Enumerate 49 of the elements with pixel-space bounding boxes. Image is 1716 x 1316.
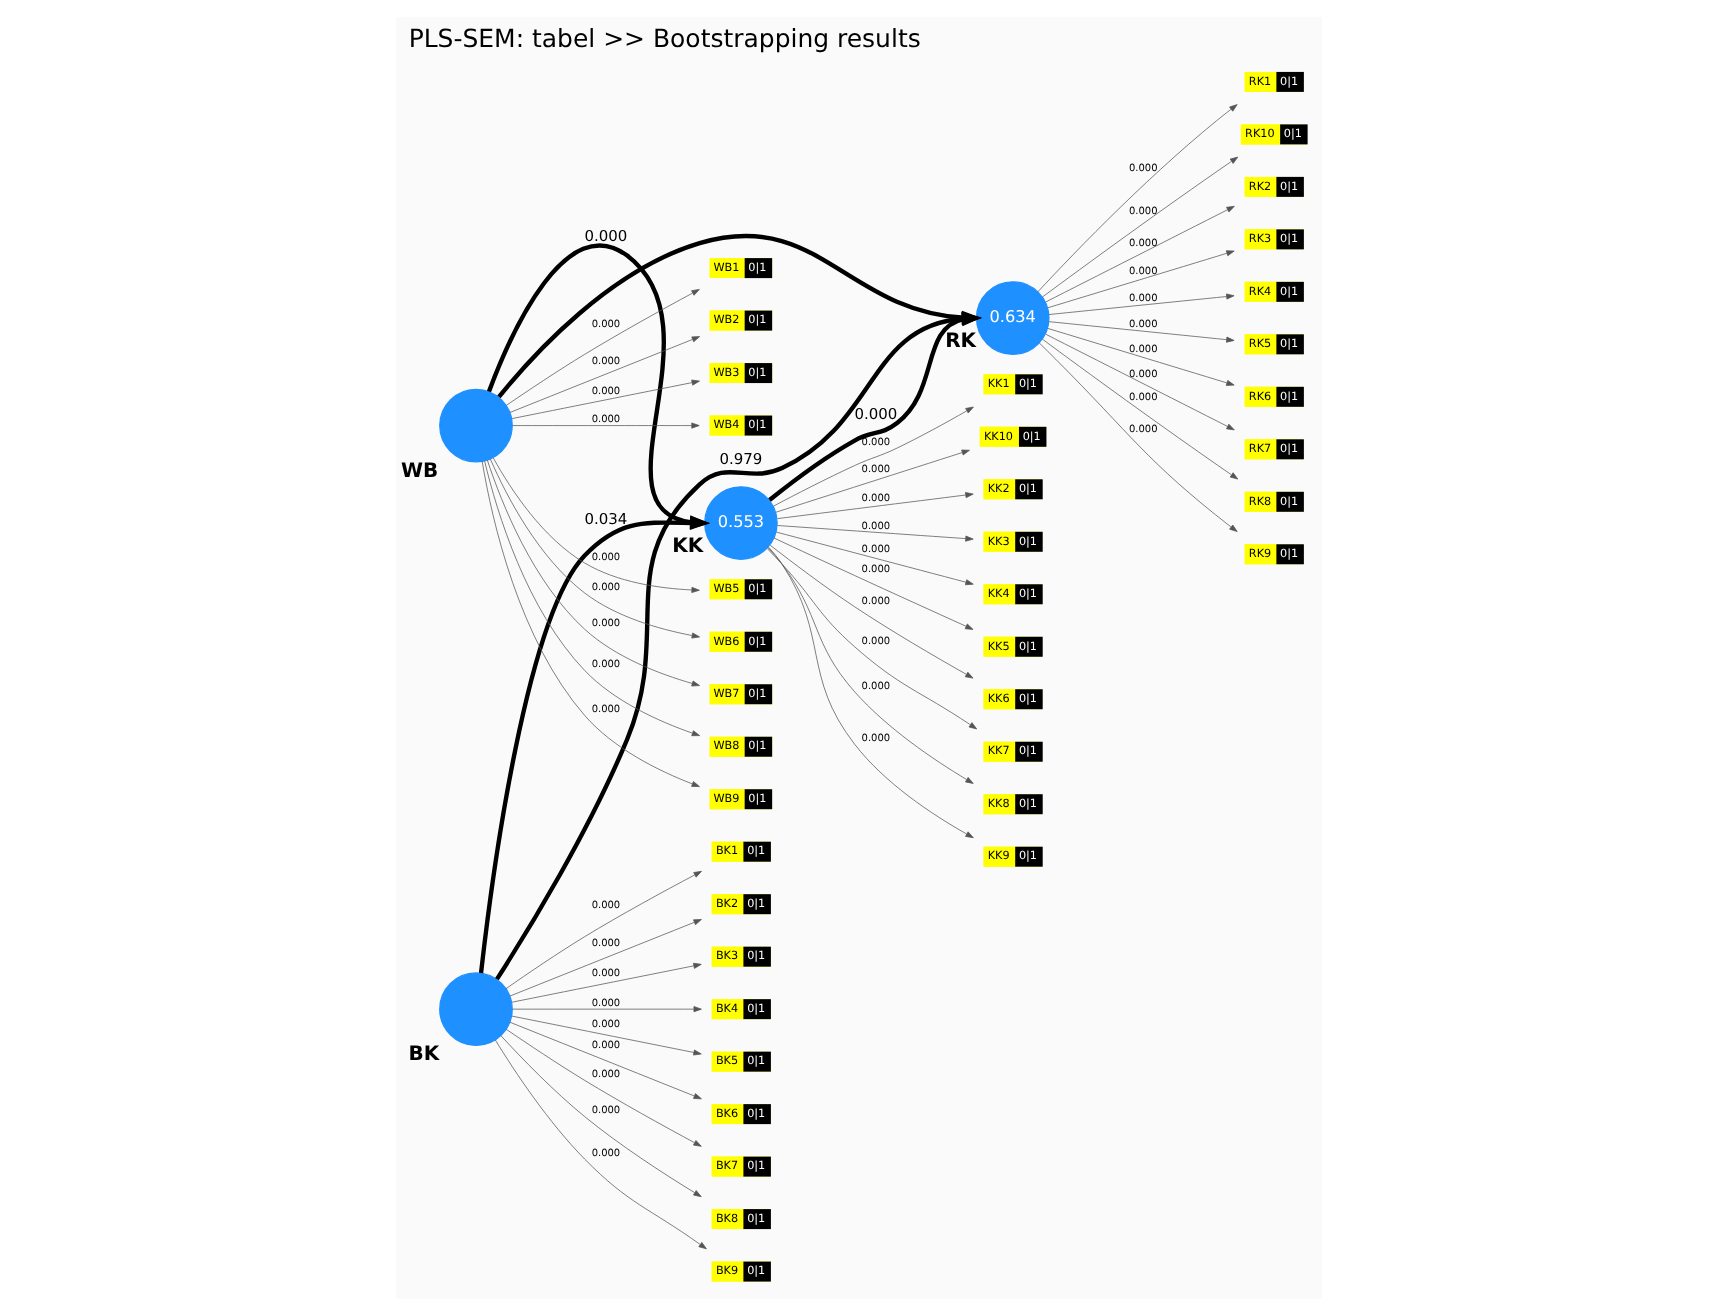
arrow — [771, 406, 973, 507]
arrow — [766, 547, 973, 784]
arrow — [1047, 321, 1234, 343]
arrow — [508, 1021, 701, 1100]
arrow — [489, 458, 699, 639]
arrow — [776, 492, 973, 519]
arrow — [774, 449, 969, 513]
arrow — [510, 1015, 701, 1056]
arrow — [1046, 328, 1234, 386]
arrow — [1037, 342, 1237, 532]
diagram-title: PLS-SEM: tabel >> Bootstrapping results — [407, 22, 920, 53]
arrow — [508, 919, 701, 997]
arrow — [767, 546, 973, 839]
arrow — [477, 515, 710, 974]
arrow — [485, 459, 699, 687]
arrow — [493, 1039, 706, 1250]
arrow — [1046, 250, 1234, 309]
node-circle: 0.553 — [703, 486, 777, 560]
arrow — [485, 243, 710, 530]
arrow — [1041, 338, 1238, 480]
arrow — [1041, 156, 1238, 298]
arrow — [505, 289, 699, 406]
arrow — [499, 1035, 701, 1198]
arrow — [1036, 104, 1237, 293]
node-circle: 0.634 — [974, 281, 1049, 355]
node-label: RK — [944, 330, 976, 353]
node-label: KK — [671, 535, 703, 558]
arrow — [508, 336, 700, 413]
arrow — [774, 531, 973, 586]
arrow — [505, 1029, 701, 1147]
arrow — [768, 544, 973, 679]
arrow — [1044, 205, 1234, 303]
arrow — [776, 525, 973, 542]
arrow — [510, 379, 699, 419]
node-circle — [438, 972, 512, 1047]
node-circle — [438, 388, 512, 463]
arrow — [504, 870, 701, 990]
node-label: WB — [400, 460, 438, 483]
arrow — [491, 457, 699, 593]
arrow — [510, 962, 701, 1003]
arrow — [1047, 293, 1234, 315]
arrow — [511, 422, 699, 429]
arrow — [480, 460, 699, 787]
arrow — [483, 460, 700, 737]
arrow — [765, 548, 977, 730]
node-label: BK — [407, 1044, 439, 1067]
arrow — [511, 1006, 701, 1013]
arrow — [1044, 333, 1234, 431]
arrow — [772, 537, 973, 630]
